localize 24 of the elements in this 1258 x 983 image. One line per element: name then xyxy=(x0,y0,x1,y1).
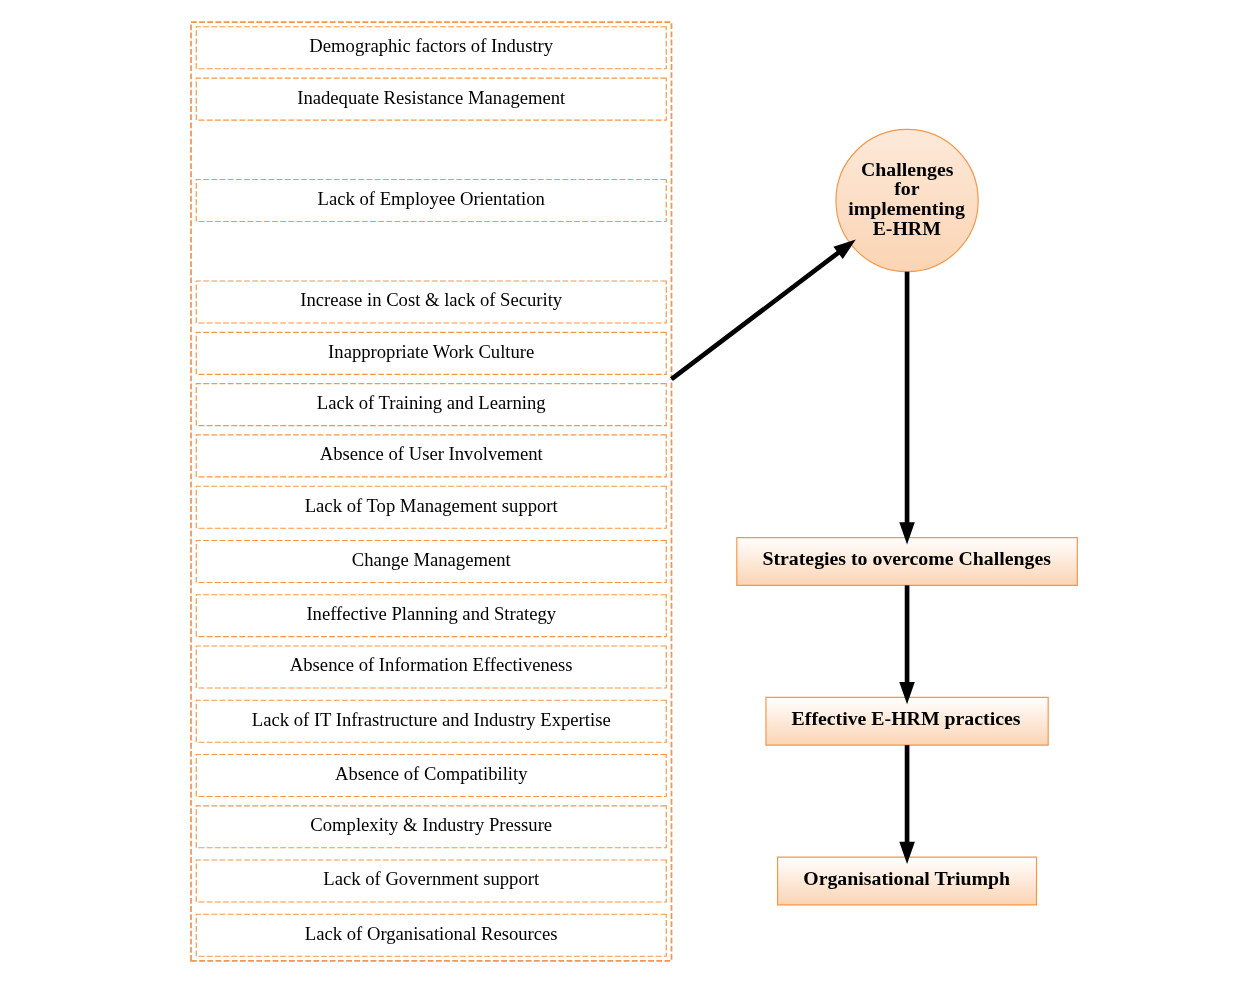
arrow xyxy=(669,239,856,382)
node-box: Absence of Information Effectiveness xyxy=(195,645,667,689)
node-box: Inappropriate Work Culture xyxy=(195,331,667,375)
node-box: Absence of Compatibility xyxy=(195,753,667,798)
node-box: Change Management xyxy=(195,539,667,584)
arrow xyxy=(898,745,915,864)
node-box: Lack of Training and Learning xyxy=(195,383,667,427)
node-box: Effective E-HRM practices xyxy=(764,696,1049,746)
node-box: Organisational Triumph xyxy=(776,856,1037,906)
node-box: Inadequate Resistance Management xyxy=(195,77,667,121)
cluster xyxy=(189,21,672,962)
node-box: Lack of Employee Orientation xyxy=(195,178,667,223)
node-box: Complexity & Industry Pressure xyxy=(195,805,667,849)
node-box: Lack of Government support xyxy=(195,859,667,903)
node-box: Ineffective Planning and Strategy xyxy=(195,594,667,638)
node-box: Lack of Organisational Resources xyxy=(195,913,667,957)
node-box: Lack of Top Management support xyxy=(195,485,667,529)
arrow xyxy=(898,271,915,545)
node-box: Lack of IT Infrastructure and Industry Expertise xyxy=(195,699,667,743)
node-box: Absence of User Involvement xyxy=(195,434,667,478)
node-box: Strategies to overcome Challenges xyxy=(735,537,1078,586)
node-box: Increase in Cost & lack of Security xyxy=(195,280,667,324)
arrow xyxy=(898,585,915,705)
node-box: Demographic factors of Industry xyxy=(195,26,667,70)
